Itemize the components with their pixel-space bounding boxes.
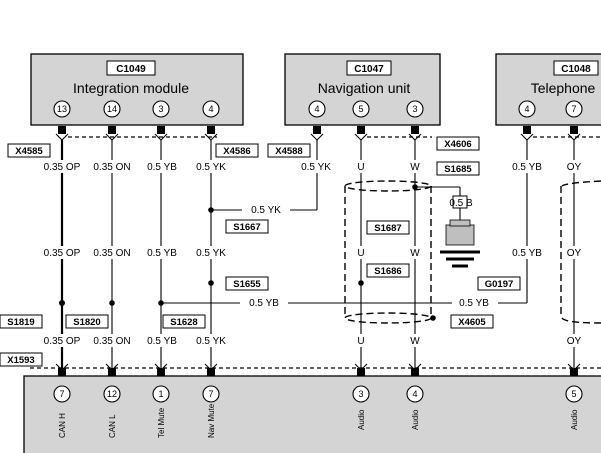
bottom-module [23, 375, 601, 453]
ground-g0197-label: G0197 [485, 279, 514, 290]
bottom-connector-chevrons [55, 363, 581, 371]
integration-pin-1: 13 [57, 104, 67, 114]
bottom-pin-nav-mute: 7 [208, 389, 213, 399]
integration-module-code: C1049 [116, 64, 146, 75]
splice-points [59, 184, 436, 321]
connector-x1593-label: X1593 [7, 355, 34, 366]
wire-label: 0.5 YB [512, 248, 542, 259]
connector-label-texts: X4585 X4586 X4588 X4606 S1685 S1667 S168… [7, 139, 513, 366]
wire-label: 0.35 OP [44, 336, 81, 347]
wire-label: 0.35 ON [93, 336, 130, 347]
bottom-pin-can-h-label: CAN H [58, 413, 67, 438]
wire-label: OY [567, 336, 582, 347]
integration-pin-4: 4 [208, 104, 213, 114]
splice-s1819-label: S1819 [7, 317, 34, 328]
wire-label: 0.5 YK [301, 162, 331, 173]
wire-label: U [357, 336, 364, 347]
bottom-pin-can-l-label: CAN L [108, 414, 117, 438]
splice-s1687-label: S1687 [374, 223, 401, 234]
telephone-module-code: C1048 [561, 64, 591, 75]
wire-label: 0.35 ON [93, 162, 130, 173]
connector-dashes [30, 136, 601, 369]
wire-labels-row2 [38, 246, 583, 259]
bottom-pin-audio-1: 3 [358, 389, 363, 399]
shielded-cable-tel [560, 180, 601, 324]
wire-label: W [410, 248, 420, 259]
wire-label: 0.5 YK [196, 162, 226, 173]
telephone-module-title: Telephone [531, 80, 596, 96]
connector-x4606-label: X4606 [444, 139, 471, 150]
yk-branch-label: 0.5 YK [251, 205, 281, 216]
navigation-unit-code: C1047 [354, 64, 384, 75]
navigation-pin-2: 5 [358, 104, 363, 114]
wire-label: 0.5 YB [147, 162, 177, 173]
navigation-pin-3: 3 [412, 104, 417, 114]
wire-label-texts-row1: 0.35 OP 0.35 ON 0.5 YB 0.5 YK 0.5 YK U W… [44, 162, 582, 173]
telephone-module: C1048 Telephone [495, 53, 601, 126]
telephone-pin-2: 7 [571, 104, 576, 114]
shielded-cable-nav [344, 180, 432, 324]
bottom-pin-can-l: 12 [107, 389, 117, 399]
wire-labels-row1 [38, 160, 583, 173]
bottom-module-pins: 7 CAN H 12 CAN L 1 Tel Mute 7 Nav Mute 3… [53, 385, 583, 438]
navigation-pin-1: 4 [314, 104, 319, 114]
integration-pin-3: 3 [158, 104, 163, 114]
bottom-connector-housings [58, 368, 578, 376]
integration-module-title: Integration module [73, 80, 189, 96]
integration-pin-2: 14 [107, 104, 117, 114]
wire-labels-row3 [38, 334, 583, 347]
bottom-pin-tel-mute: 1 [158, 389, 163, 399]
wire-label: W [410, 162, 420, 173]
splice-s1655-label: S1655 [233, 279, 261, 290]
connector-labels [0, 136, 521, 367]
integration-module-pins: 13 14 3 4 [53, 100, 220, 118]
ground-wire-label: 0.5 B [449, 198, 473, 209]
navigation-unit-pins: 4 5 3 [308, 100, 424, 118]
bottom-pin-audio-3-label: Audio [570, 409, 579, 430]
splice-s1820-label: S1820 [73, 317, 100, 328]
bottom-pin-nav-mute-label: Nav Mute [207, 403, 216, 438]
bottom-pin-audio-1-label: Audio [357, 409, 366, 430]
wire-label: 0.35 OP [44, 248, 81, 259]
bottom-pin-tel-mute-label: Tel Mute [157, 407, 166, 438]
splice-s1667-label: S1667 [233, 222, 260, 233]
yb-branch-left-label: 0.5 YB [249, 298, 279, 309]
bottom-pin-audio-2: 4 [412, 389, 417, 399]
wire-label: U [357, 248, 364, 259]
top-connector-housings [58, 126, 578, 134]
wire-label: 0.35 OP [44, 162, 81, 173]
wire-label: OY [567, 162, 582, 173]
wire-label: 0.5 YB [147, 248, 177, 259]
ground-symbol [440, 195, 480, 268]
wire-label: U [357, 162, 364, 173]
connector-x4588-label: X4588 [275, 146, 302, 157]
bottom-pin-can-h: 7 [59, 389, 64, 399]
wire-label: 0.5 YB [147, 336, 177, 347]
bottom-pin-audio-2-label: Audio [411, 409, 420, 430]
wire-label: 0.5 YK [196, 336, 226, 347]
wire-label-texts-row3: 0.35 OP 0.35 ON 0.5 YB 0.5 YK U W OY [44, 336, 582, 347]
splice-s1686-label: S1686 [374, 266, 401, 277]
wire-label: 0.5 YB [512, 162, 542, 173]
wire-label: OY [567, 248, 582, 259]
wire-label: 0.5 YK [196, 248, 226, 259]
connector-x4585-label: X4585 [15, 146, 43, 157]
connector-x4605-label: X4605 [458, 317, 486, 328]
splice-s1685-label: S1685 [444, 164, 472, 175]
telephone-module-pins: 4 7 [518, 100, 583, 118]
wire-label: W [410, 336, 420, 347]
wires [60, 140, 575, 372]
wire-label: 0.35 ON [93, 248, 130, 259]
wire-label-texts-row2: 0.35 OP 0.35 ON 0.5 YB 0.5 YK U W 0.5 YB… [44, 248, 582, 259]
connector-x4586-label: X4586 [223, 146, 250, 157]
telephone-pin-1: 4 [524, 104, 529, 114]
yb-branch-right-label: 0.5 YB [459, 298, 489, 309]
splice-s1628-label: S1628 [170, 317, 197, 328]
navigation-unit-title: Navigation unit [318, 80, 411, 96]
bottom-pin-audio-3: 5 [571, 389, 576, 399]
